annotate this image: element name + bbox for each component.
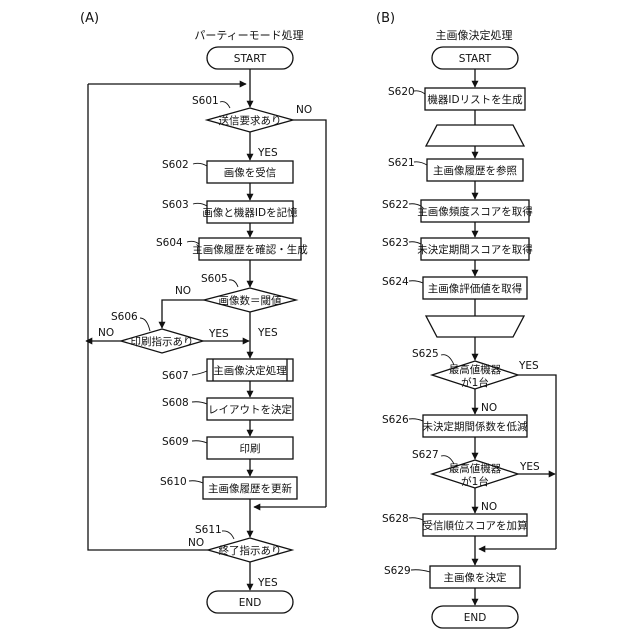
panel-a-label: (A) <box>80 11 99 26</box>
s622-id: S622 <box>382 199 409 211</box>
line-a-s601-no <box>293 120 326 507</box>
s621-text: 主画像履歴を参照 <box>433 164 517 177</box>
s603-id: S603 <box>162 199 189 211</box>
s626-id: S626 <box>382 414 409 426</box>
panel-a: (A) パーティーモード処理 START 送信要求あり S601 NO YES … <box>80 11 326 613</box>
s629-id: S629 <box>384 565 411 577</box>
loop-end-symbol <box>426 316 524 337</box>
s605-yes-label: YES <box>257 327 278 339</box>
s628-leader <box>409 518 423 520</box>
panel-b-label: (B) <box>376 11 395 26</box>
s625-text1: 最高値機器 <box>449 363 502 376</box>
s621-leader <box>414 162 427 165</box>
s606-id: S606 <box>111 311 138 323</box>
s629-leader <box>411 570 430 572</box>
s609-text: 印刷 <box>240 442 261 455</box>
s620-text: 機器IDリストを生成 <box>427 93 523 106</box>
s605-text: 画像数＝閾値 <box>219 294 282 307</box>
s624-leader <box>409 281 423 283</box>
s603-leader <box>193 203 207 206</box>
s628-id: S628 <box>382 513 409 525</box>
s620-leader <box>414 91 425 94</box>
panel-b: (B) 主画像決定処理 START 機器IDリストを生成 S620 主画像履歴を… <box>376 11 556 628</box>
line-a-s605-no <box>162 300 204 328</box>
s604-text: 主画像履歴を確認・生成 <box>192 243 308 256</box>
s622-text: 主画像頻度スコアを取得 <box>417 205 533 218</box>
s623-leader <box>409 242 421 244</box>
s627-no-label: NO <box>481 501 497 513</box>
s605-id: S605 <box>201 273 228 285</box>
s606-text: 印刷指示あり <box>131 335 194 348</box>
s628-text: 受信順位スコアを加算 <box>423 519 528 532</box>
loop-start-symbol <box>426 125 524 146</box>
s627-yes-label: YES <box>519 461 540 473</box>
s608-leader <box>192 402 207 404</box>
s601-yes-label: YES <box>257 147 278 159</box>
s608-id: S608 <box>162 397 189 409</box>
s627-text1: 最高値機器 <box>449 462 502 475</box>
s626-leader <box>409 419 423 421</box>
s610-id: S610 <box>160 476 187 488</box>
s602-text: 画像を受信 <box>224 167 277 179</box>
panel-a-title: パーティーモード処理 <box>194 29 303 42</box>
s607-id: S607 <box>162 370 189 382</box>
s609-id: S609 <box>162 436 189 448</box>
s621-id: S621 <box>388 157 415 169</box>
s607-text: 主画像決定処理 <box>213 364 287 377</box>
s605-no-label: NO <box>175 285 191 297</box>
s611-leader <box>222 531 234 539</box>
panel-a-end-text: END <box>239 597 262 609</box>
s606-yes-label: YES <box>208 328 229 340</box>
s629-text: 主画像を決定 <box>444 571 507 584</box>
s601-no-label: NO <box>296 104 312 116</box>
s611-no-label: NO <box>188 537 204 549</box>
s625-id: S625 <box>412 348 439 360</box>
s602-id: S602 <box>162 159 189 171</box>
s610-text: 主画像履歴を更新 <box>208 482 292 495</box>
s623-id: S623 <box>382 237 409 249</box>
s611-text: 終了指示あり <box>219 544 282 557</box>
s601-id: S601 <box>192 95 219 107</box>
s606-leader <box>140 318 150 331</box>
s625-yes-label: YES <box>518 360 539 372</box>
line-a-s611-no-loop <box>88 84 208 550</box>
panel-b-start-text: START <box>459 53 492 65</box>
s624-text: 主画像評価値を取得 <box>428 282 523 295</box>
s620-id: S620 <box>388 86 415 98</box>
panel-a-start-text: START <box>234 53 267 65</box>
s607-leader <box>192 371 207 375</box>
s625-text2: が1台 <box>461 376 489 389</box>
s625-no-label: NO <box>481 402 497 414</box>
s606-no-label: NO <box>98 327 114 339</box>
s622-leader <box>409 204 421 206</box>
panel-b-title: 主画像決定処理 <box>436 28 513 42</box>
s601-leader <box>220 102 230 108</box>
s611-id: S611 <box>195 524 222 536</box>
s603-text: 画像と機器IDを記憶 <box>202 206 298 219</box>
s610-leader <box>189 481 203 483</box>
s626-text: 未決定期間係数を低減 <box>423 420 528 433</box>
s627-id: S627 <box>412 449 439 461</box>
s602-leader <box>193 163 207 166</box>
s601-text: 送信要求あり <box>219 114 282 127</box>
s605-leader <box>229 280 238 287</box>
s627-text2: が1台 <box>461 475 489 488</box>
s624-id: S624 <box>382 276 409 288</box>
s608-text: レイアウトを決定 <box>208 403 292 416</box>
s604-id: S604 <box>156 237 183 249</box>
s623-text: 未決定期間スコアを取得 <box>417 243 533 256</box>
panel-b-end-text: END <box>464 612 487 624</box>
s611-yes-label: YES <box>257 577 278 589</box>
s609-leader <box>192 441 207 443</box>
